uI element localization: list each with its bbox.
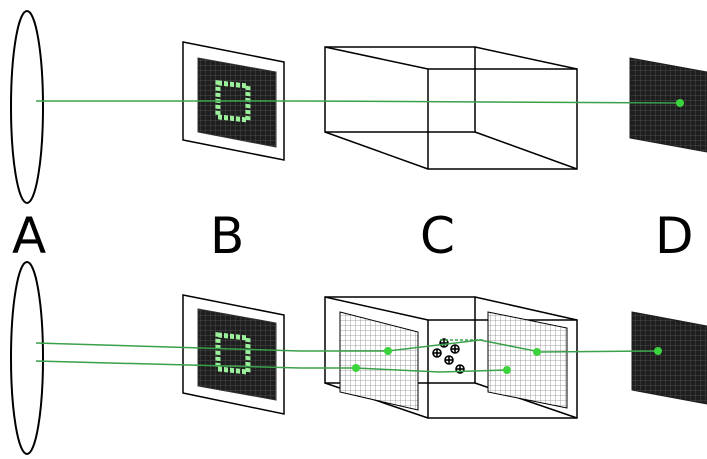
label-a: A (12, 207, 47, 265)
prism-c-top (324, 46, 578, 170)
beam-top (36, 100, 681, 104)
fourier-plane-panel-1 (339, 311, 419, 411)
ring-pattern-bottom (215, 332, 251, 375)
input-slide-b-bottom (182, 294, 285, 415)
top-row (10, 10, 707, 204)
fourier-plane-panel-2 (487, 311, 568, 409)
label-c: C (420, 207, 455, 265)
bottom-row (10, 261, 707, 455)
spot-top (676, 99, 684, 107)
lens-a-top (10, 10, 44, 204)
label-d: D (655, 207, 694, 265)
beam-spots-bottom (352, 347, 662, 374)
label-b: B (210, 207, 245, 265)
detector-d-top (629, 57, 707, 153)
prism-c-bottom (324, 296, 578, 419)
filter-pattern (432, 338, 465, 374)
lens-a-bottom (10, 261, 44, 455)
detector-d-bottom (631, 311, 707, 405)
ring-pattern (215, 80, 251, 123)
